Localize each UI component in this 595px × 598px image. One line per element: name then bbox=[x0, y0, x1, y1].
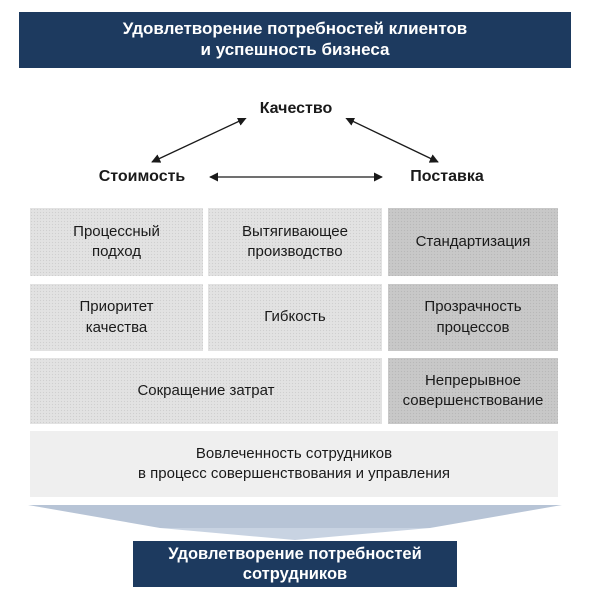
cell-text: Непрерывное bbox=[424, 371, 522, 389]
cell-text: Прозрачность bbox=[424, 298, 522, 316]
top-banner-line-1: Удовлетворение потребностей клиентов bbox=[122, 19, 468, 39]
cell-text: Вовлеченность сотрудников bbox=[195, 444, 393, 462]
arrow-quality-delivery bbox=[345, 117, 439, 163]
cell-text: производство bbox=[247, 243, 343, 260]
cell-text: Стандартизация bbox=[415, 232, 531, 250]
cell-text: качества bbox=[85, 318, 148, 336]
delivery-label: Поставка bbox=[410, 168, 484, 185]
quality-label: Качество bbox=[236, 100, 356, 118]
cell-text: совершенствование bbox=[402, 392, 544, 409]
cell-text: Гибкость bbox=[264, 308, 326, 326]
top-banner: Удовлетворение потребностей клиентов и у… bbox=[19, 12, 571, 68]
cell-text: Вытягивающее bbox=[242, 222, 348, 240]
cell-pull-production: Вытягивающее производство bbox=[208, 208, 382, 276]
arrow-quality-cost bbox=[151, 117, 247, 163]
cell-text: подход bbox=[92, 243, 141, 260]
cell-employee-involvement: Вовлеченность сотрудников в процесс совер… bbox=[30, 431, 558, 497]
cell-text: Процессный bbox=[73, 222, 160, 240]
bottom-banner-line-2: сотрудников bbox=[242, 565, 348, 583]
cell-continuous-improvement: Непрерывное совершенствование bbox=[388, 358, 558, 424]
cost-label: Стоимость bbox=[98, 168, 186, 185]
top-banner-line-2: и успешность бизнеса bbox=[200, 40, 390, 59]
cell-process-approach: Процессный подход bbox=[30, 208, 203, 276]
cell-text: Сокращение затрат bbox=[137, 381, 275, 399]
cell-text: в процесс совершенствования и управления bbox=[138, 465, 450, 482]
funnel-arrow bbox=[28, 505, 562, 528]
cell-flexibility: Гибкость bbox=[208, 284, 382, 351]
cell-standardization: Стандартизация bbox=[388, 208, 558, 276]
cell-cost-reduction: Сокращение затрат bbox=[30, 358, 382, 424]
bottom-banner: Удовлетворение потребностей сотрудников bbox=[133, 541, 457, 587]
cell-text: процессов bbox=[436, 318, 510, 336]
cell-text: Приоритет bbox=[79, 298, 154, 316]
funnel-arrow-tip bbox=[160, 528, 430, 540]
cell-process-transparency: Прозрачность процессов bbox=[388, 284, 558, 351]
bottom-banner-line-1: Удовлетворение потребностей bbox=[168, 544, 422, 563]
cell-quality-priority: Приоритет качества bbox=[30, 284, 203, 351]
